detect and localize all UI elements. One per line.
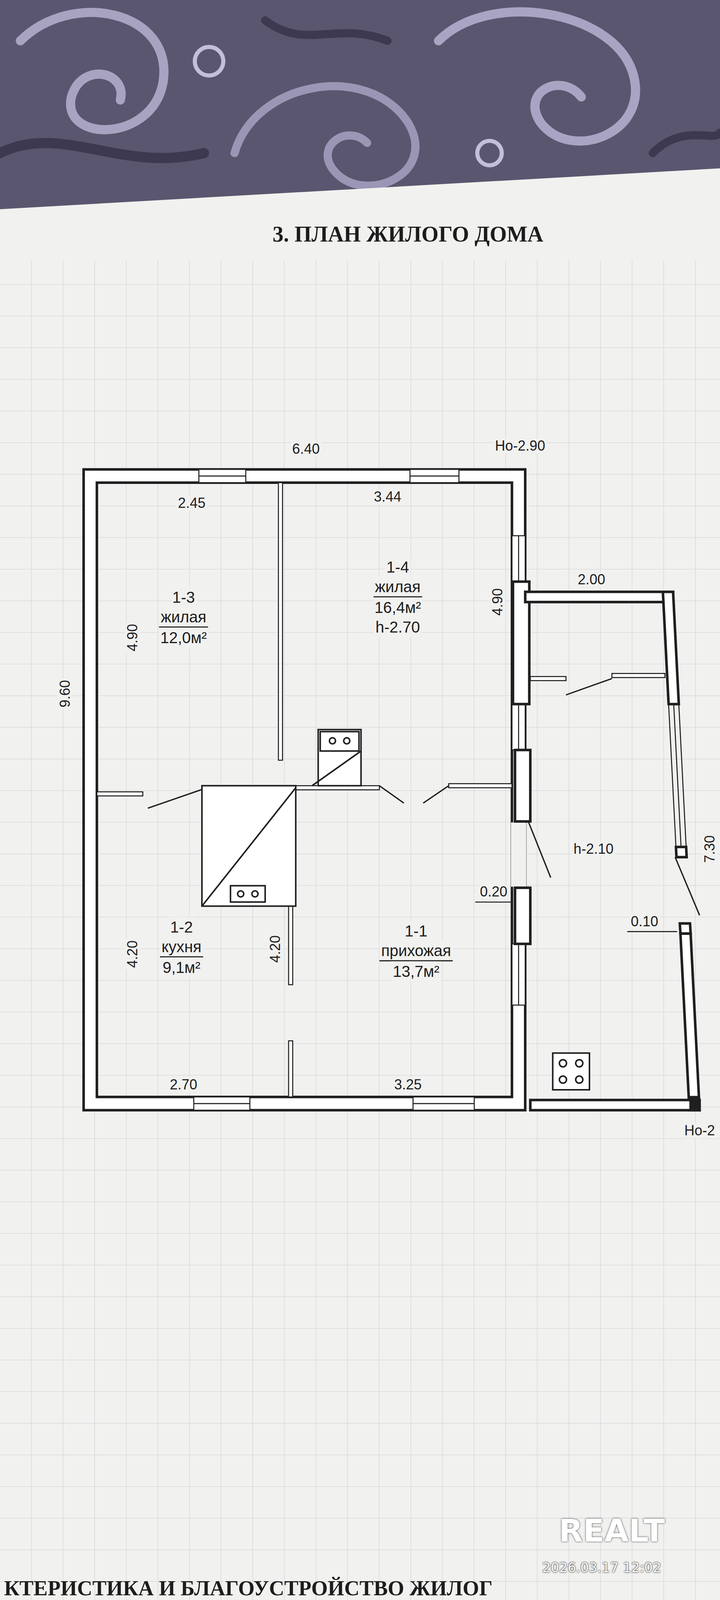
dimension: 4.90 [124,622,141,653]
dimension: 4.20 [124,938,141,970]
room-number: 1-1 [403,921,430,941]
room-value: 9,1м² [161,957,202,977]
plan-title: 3. ПЛАН ЖИЛОГО ДОМА [272,222,544,248]
room-value: 16,4м² [372,597,423,618]
room-value: 13,7м² [391,961,442,982]
level-mark: Но-2 [682,1122,717,1139]
dimension: 3.44 [372,489,403,505]
dimension: 2.00 [576,571,607,588]
level-mark: Но-2.90 [493,438,547,454]
dimension: 7.30 [701,833,718,865]
dimension: 4.20 [267,933,284,965]
room-label: 1-3жилая12,0м² [155,585,212,650]
dimension: 3.25 [392,1076,424,1093]
dimension: 2.45 [176,495,208,511]
room-label: 1-4жилая16,4м²h-2.70 [369,554,426,640]
room-label: 1-2кухня9,1м² [156,914,207,980]
room-number: 1-2 [168,916,195,937]
room-type: жилая [159,607,208,628]
dimension: 4.90 [489,586,506,618]
dimension: 6.40 [290,441,322,457]
room-type: кухня [160,936,204,958]
height-mark: h-2.10 [571,841,615,857]
section-heading: КТЕРИСТИКА И БЛАГОУСТРОЙСТВО ЖИЛОГ [3,1577,493,1600]
dimension: 0.20 [478,883,510,900]
room-type: жилая [373,576,422,598]
dimension: 9.60 [57,678,74,710]
room-number: 1-3 [170,587,197,608]
dimension: 2.70 [168,1076,199,1093]
timestamp: 2026.03.17 12:02 [542,1559,662,1576]
room-type: прихожая [379,940,453,962]
room-value: 12,0м² [158,627,209,648]
room-label: 1-1прихожая13,7м² [376,918,457,984]
watermark: REALT [558,1512,665,1550]
room-value: h-2.70 [374,617,422,637]
dimension: 0.10 [629,913,660,930]
room-number: 1-4 [384,557,411,577]
